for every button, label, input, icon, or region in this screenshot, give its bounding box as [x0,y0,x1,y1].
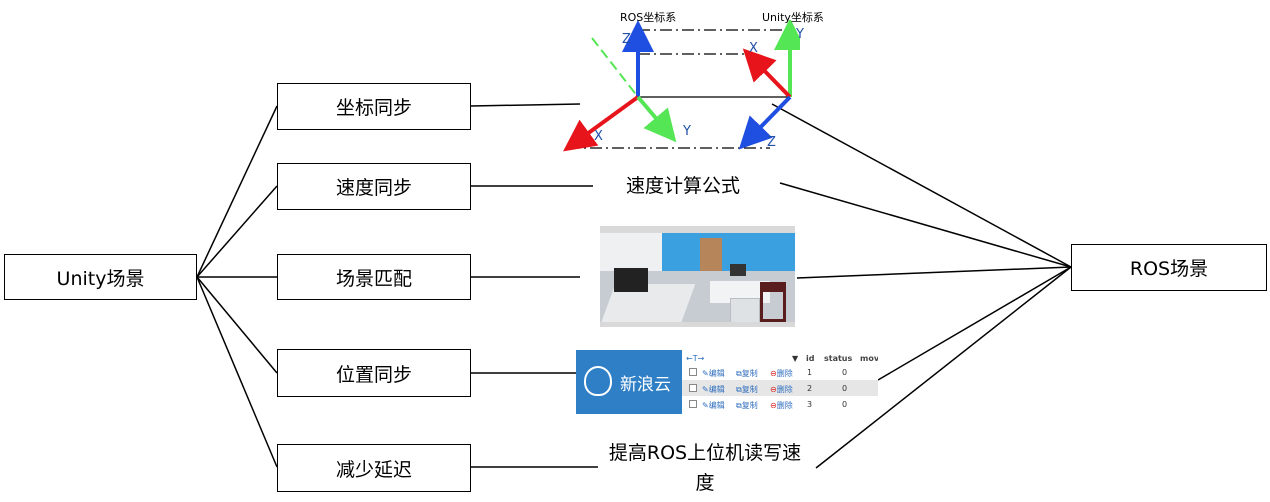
branch-latency-reduction: 减少延迟 [277,444,471,492]
branch-scene-matching: 场景匹配 [277,254,471,300]
row-id: 1 [807,368,813,377]
row-copy-link[interactable]: ⧉复制 [736,401,758,410]
edge-root-coordinate [196,105,278,278]
row-status: 0 [842,400,848,409]
edge-root-position [196,276,278,374]
table-row: ✎编辑 ⧉复制 ⊖删除 1 0 [682,364,878,380]
scene-monitor [614,268,648,292]
velocity-formula-text: 速度计算公式 [625,175,740,197]
scene-statusbar [600,322,795,327]
ros-y-axis [636,95,677,143]
row-checkbox[interactable] [689,384,697,392]
ros-z-label: Z [622,32,631,47]
edge-coordinate-target [771,103,1072,268]
row-id: 2 [807,384,813,393]
edge-scene-target [796,266,1072,279]
row-edit-link[interactable]: ✎编辑 [702,401,725,410]
edge-coordinate-detail [470,103,581,107]
root-node-unity-scene: Unity场景 [4,254,197,300]
unity-z-axis [738,95,792,150]
database-table: ←T→ ▼ id status mov ✎编辑 ⧉复制 ⊖删除 1 0 ✎编辑 … [682,350,878,414]
row-status: 0 [842,384,848,393]
unity-x-label: X [749,41,758,56]
scene-desk [710,281,770,303]
row-delete-link[interactable]: ⊖删除 [770,369,793,378]
branch-velocity-sync: 速度同步 [277,163,471,210]
ros-x-label: X [594,129,603,144]
edge-latency-target [815,266,1072,469]
table-row: ✎编辑 ⧉复制 ⊖删除 3 0 [682,396,878,412]
cloud-logo: 新浪云 [576,350,682,414]
unity-x-axis [742,48,792,99]
table-header: ←T→ ▼ id status mov [682,350,878,366]
unity-y-label: Y [796,27,804,42]
scene-monitor [730,264,746,276]
sort-dropdown-icon[interactable]: ▼ [792,354,799,363]
table-nav-arrows[interactable]: ←T→ [686,354,705,363]
branch-position-sync: 位置同步 [277,349,471,397]
edge-velocity-target [779,182,1072,268]
row-edit-link[interactable]: ✎编辑 [702,385,725,394]
unity-z-label: Z [767,135,776,150]
green-dash-guide [591,37,639,98]
table-row: ✎编辑 ⧉复制 ⊖删除 2 0 [682,380,878,396]
cloud-logo-text: 新浪云 [620,375,671,395]
database-panel: 新浪云 ←T→ ▼ id status mov ✎编辑 ⧉复制 ⊖删除 1 0 … [576,350,878,414]
row-copy-link[interactable]: ⧉复制 [736,369,758,378]
edge-position-target [877,266,1072,381]
ros-y-label: Y [683,124,691,139]
row-copy-link[interactable]: ⧉复制 [736,385,758,394]
column-header-id[interactable]: id [806,354,815,363]
cloud-drop-icon [584,366,612,396]
edge-root-velocity [196,185,278,278]
ros-x-axis [563,95,640,152]
unity-scene-thumbnail [600,226,795,327]
edge-root-latency [196,276,278,468]
row-delete-link[interactable]: ⊖删除 [770,385,793,394]
row-checkbox[interactable] [689,400,697,408]
row-id: 3 [807,400,813,409]
target-node-ros-scene: ROS场景 [1071,244,1267,291]
column-header-mov[interactable]: mov [860,354,878,363]
row-status: 0 [842,368,848,377]
column-header-status[interactable]: status [824,354,853,363]
scene-chair [760,282,786,322]
unity-frame-label: Unity坐标系 [762,11,824,24]
scene-shelf [700,238,722,272]
coordinate-frames-diagram [563,20,800,152]
branch-coordinate-sync: 坐标同步 [277,83,471,130]
latency-detail-text: 提高ROS上位机读写速度 [608,442,802,494]
row-delete-link[interactable]: ⊖删除 [770,401,793,410]
row-checkbox[interactable] [689,368,697,376]
scene-wall-panel [600,233,662,271]
ros-frame-label: ROS坐标系 [620,11,677,24]
row-edit-link[interactable]: ✎编辑 [702,369,725,378]
